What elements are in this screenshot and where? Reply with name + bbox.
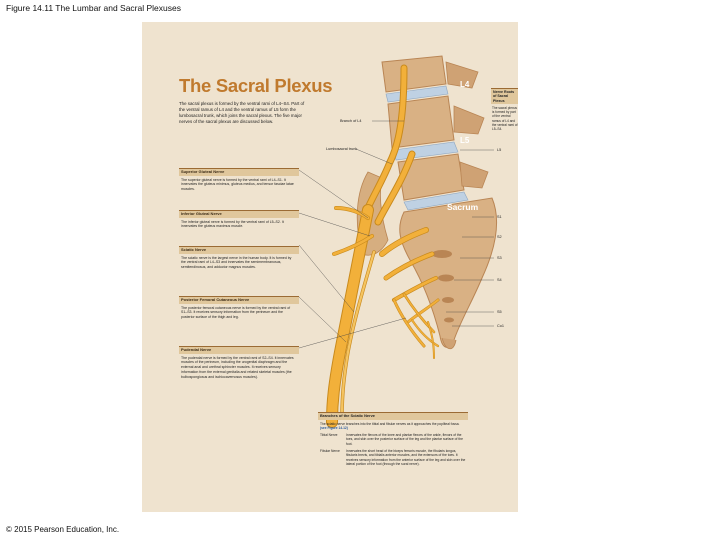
sciatic-branches-box: Branches of the Sciatic Nerve The sciati…	[318, 412, 468, 469]
fibular-nerve-term: Fibular Nerve	[320, 449, 346, 467]
nerve-roots-title: Nerve Roots of Sacral Plexus	[491, 89, 518, 104]
posterior-femoral-cutaneous-title: Posterior Femoral Cutaneous Nerve	[179, 297, 299, 304]
sciatic-nerve-title: Sciatic Nerve	[179, 247, 299, 254]
superior-gluteal-title: Superior Gluteal Nerve	[179, 169, 299, 176]
inferior-gluteal-title: Inferior Gluteal Nerve	[179, 211, 299, 218]
fibular-nerve-definition: Innervates the short head of the biceps …	[346, 449, 466, 467]
pudendal-nerve-title: Pudendal Nerve	[179, 347, 299, 354]
label-s4: S4	[497, 278, 502, 282]
label-co1: Co1	[497, 324, 504, 328]
label-s1: S1	[497, 215, 502, 219]
label-s5: S5	[497, 310, 502, 314]
nerve-roots-box: Nerve Roots of Sacral Plexus The sacral …	[491, 88, 518, 132]
nerve-roots-text: The sacral plexus is formed by part of t…	[491, 106, 518, 132]
copyright-notice: © 2015 Pearson Education, Inc.	[6, 525, 119, 534]
panel-title: The Sacral Plexus	[179, 75, 332, 97]
posterior-femoral-cutaneous-text: The posterior femoral cutaneous nerve is…	[179, 306, 299, 320]
label-s2: S2	[497, 235, 502, 239]
sciatic-branches-title: Branches of the Sciatic Nerve	[318, 413, 468, 420]
pudendal-nerve-box: Pudendal Nerve The pudendal nerve is for…	[179, 346, 299, 379]
sciatic-branches-intro-text: The sciatic nerve branches into the tibi…	[320, 422, 459, 426]
tibial-nerve-term: Tibial Nerve	[320, 433, 346, 447]
inferior-gluteal-text: The inferior gluteal nerve is formed by …	[179, 220, 299, 229]
label-l4-vertebra: L4	[460, 80, 469, 89]
figure-panel: L4 L5 Sacrum Branch of L4 Lumbosacral tr…	[142, 22, 518, 512]
sciatic-nerve-box: Sciatic Nerve The sciatic nerve is the l…	[179, 246, 299, 270]
sciatic-nerve-text: The sciatic nerve is the largest nerve i…	[179, 256, 299, 270]
label-l5-root: L5	[497, 148, 501, 152]
label-s3: S3	[497, 256, 502, 260]
sciatic-branches-intro: The sciatic nerve branches into the tibi…	[318, 422, 468, 431]
label-lumbosacral-trunk: Lumbosacral trunk	[326, 147, 357, 151]
label-l5-vertebra: L5	[460, 136, 469, 145]
fibular-nerve-row: Fibular Nerve Innervates the short head …	[318, 449, 468, 467]
pudendal-nerve-text: The pudendal nerve is formed by the vent…	[179, 356, 299, 380]
label-branch-of-l4: Branch of L4	[340, 119, 362, 123]
tibial-nerve-definition: Innervates the flexors of the knee and p…	[346, 433, 466, 447]
superior-gluteal-text: The superior gluteal nerve is formed by …	[179, 178, 299, 192]
intro-text: The sacral plexus is formed by the ventr…	[179, 101, 311, 125]
posterior-femoral-cutaneous-box: Posterior Femoral Cutaneous Nerve The po…	[179, 296, 299, 320]
figure-caption: Figure 14.11 The Lumbar and Sacral Plexu…	[6, 3, 181, 13]
inferior-gluteal-box: Inferior Gluteal Nerve The inferior glut…	[179, 210, 299, 229]
tibial-nerve-row: Tibial Nerve Innervates the flexors of t…	[318, 433, 468, 447]
superior-gluteal-box: Superior Gluteal Nerve The superior glut…	[179, 168, 299, 192]
label-sacrum: Sacrum	[447, 202, 478, 212]
figure-reference-link[interactable]: (see Figure 14.12)	[320, 426, 348, 430]
